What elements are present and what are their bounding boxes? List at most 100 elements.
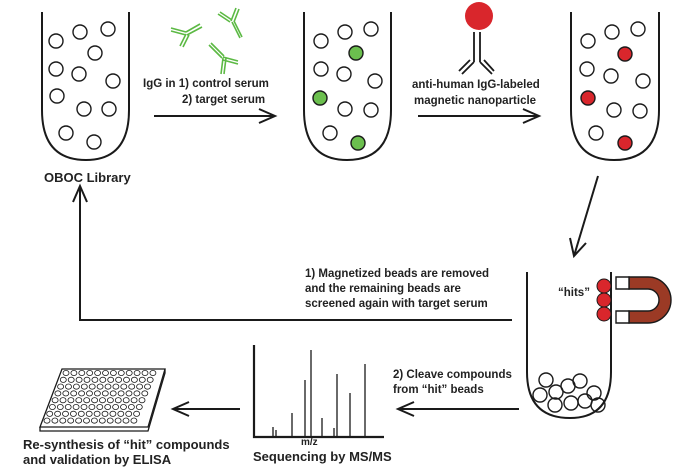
- bead-green: [348, 45, 364, 61]
- plate-well: [70, 390, 78, 397]
- plate-well: [114, 417, 122, 424]
- plate-well: [67, 417, 75, 424]
- beads-unlabeled: [48, 21, 121, 150]
- plate-well: [83, 376, 91, 383]
- label-step1-line2: 2) target serum: [182, 94, 266, 106]
- plate-well: [122, 417, 130, 424]
- label-loop-line2: and the remaining beads are: [305, 283, 461, 295]
- plate-well: [54, 390, 62, 397]
- antibody-icon: [217, 7, 243, 39]
- antibody-icon: [208, 42, 239, 75]
- plate-well: [109, 410, 117, 417]
- tube-oboc-library: [41, 12, 130, 162]
- arrow-rescreen-loop: [72, 183, 512, 321]
- plate-well: [130, 417, 138, 424]
- plate-well: [141, 390, 149, 397]
- label-ms-axis: m/z: [301, 437, 318, 448]
- plate-well: [112, 383, 120, 390]
- bead-red: [580, 90, 596, 106]
- plate-well: [94, 390, 101, 397]
- plate-well: [91, 397, 98, 404]
- label-oboc-library: OBOC Library: [44, 170, 131, 185]
- bead-red: [617, 46, 633, 62]
- arrow-step1: [154, 108, 278, 124]
- plate-well: [120, 403, 127, 410]
- plate-well: [91, 417, 98, 424]
- plate-well: [115, 376, 122, 383]
- plate-well: [107, 376, 115, 383]
- plate-well: [133, 410, 141, 417]
- plate-well: [70, 369, 78, 376]
- plate-well: [106, 417, 114, 424]
- plate-well: [56, 403, 64, 410]
- plate-well: [64, 403, 72, 410]
- plate-well: [101, 410, 109, 417]
- plate-well: [62, 410, 69, 417]
- plate-well: [59, 397, 67, 404]
- plate-well: [46, 410, 54, 417]
- plate-well: [88, 403, 96, 410]
- plate-well: [77, 410, 85, 417]
- tube-magnetic-separation: [526, 272, 612, 420]
- plate-well: [135, 403, 143, 410]
- plate-well: [78, 369, 86, 376]
- plate-well: [54, 410, 61, 417]
- plate-well: [149, 369, 157, 376]
- igg-antibody-icons: [170, 7, 243, 75]
- label-loop-line1: 1) Magnetized beads are removed: [305, 268, 490, 280]
- label-step2-line1: anti-human IgG-labeled: [412, 79, 540, 91]
- label-cleave-line1: 2) Cleave compounds: [393, 369, 512, 381]
- plate-well: [59, 376, 67, 383]
- plate-well: [114, 397, 122, 404]
- plate-well: [67, 397, 75, 404]
- plate-well: [78, 390, 85, 397]
- plate-well: [98, 417, 106, 424]
- plate-well: [80, 383, 88, 390]
- plate-well: [75, 376, 83, 383]
- plate-well: [99, 397, 106, 404]
- plate-well: [67, 376, 75, 383]
- plate-well: [91, 376, 99, 383]
- plate-well: [141, 369, 149, 376]
- magnetic-nanoparticle-icon: [458, 2, 495, 75]
- elisa-plate-icon: [39, 368, 166, 432]
- plate-well: [146, 376, 154, 383]
- plate-well: [93, 410, 101, 417]
- plate-well: [127, 403, 135, 410]
- plate-well: [62, 390, 70, 397]
- label-elisa-line1: Re-synthesis of “hit” compounds: [23, 437, 230, 452]
- plate-well: [138, 397, 146, 404]
- label-hits: “hits”: [558, 287, 590, 299]
- plate-well: [117, 369, 125, 376]
- plate-well: [144, 383, 151, 390]
- plate-well: [125, 390, 133, 397]
- magnet-icon: [615, 276, 672, 324]
- plate-well: [49, 403, 56, 410]
- plate-well: [125, 410, 133, 417]
- plate-well: [109, 390, 117, 397]
- plate-well: [51, 397, 59, 404]
- plate-well: [130, 397, 138, 404]
- plate-well: [99, 376, 107, 383]
- plate-well: [85, 410, 93, 417]
- arrow-step3: [569, 175, 599, 259]
- plate-well: [86, 369, 94, 376]
- plate-well: [51, 417, 59, 424]
- plate-well: [133, 390, 141, 397]
- plate-well: [107, 397, 114, 404]
- plate-well: [80, 403, 88, 410]
- arrow-step2: [418, 108, 542, 124]
- label-cleave-line2: from “hit” beads: [393, 384, 484, 396]
- plate-well: [122, 397, 130, 404]
- plate-well: [101, 390, 109, 397]
- plate-well: [72, 403, 80, 410]
- label-step1-line1: IgG in 1) control serum: [143, 78, 269, 90]
- plate-well: [70, 410, 77, 417]
- bead-green: [312, 90, 328, 106]
- arrow-cleave: [395, 401, 519, 417]
- label-step2-line2: magnetic nanoparticle: [414, 95, 537, 107]
- plate-well: [136, 383, 144, 390]
- beads-settled: [532, 372, 606, 413]
- plate-well: [117, 410, 125, 417]
- plate-well: [125, 369, 133, 376]
